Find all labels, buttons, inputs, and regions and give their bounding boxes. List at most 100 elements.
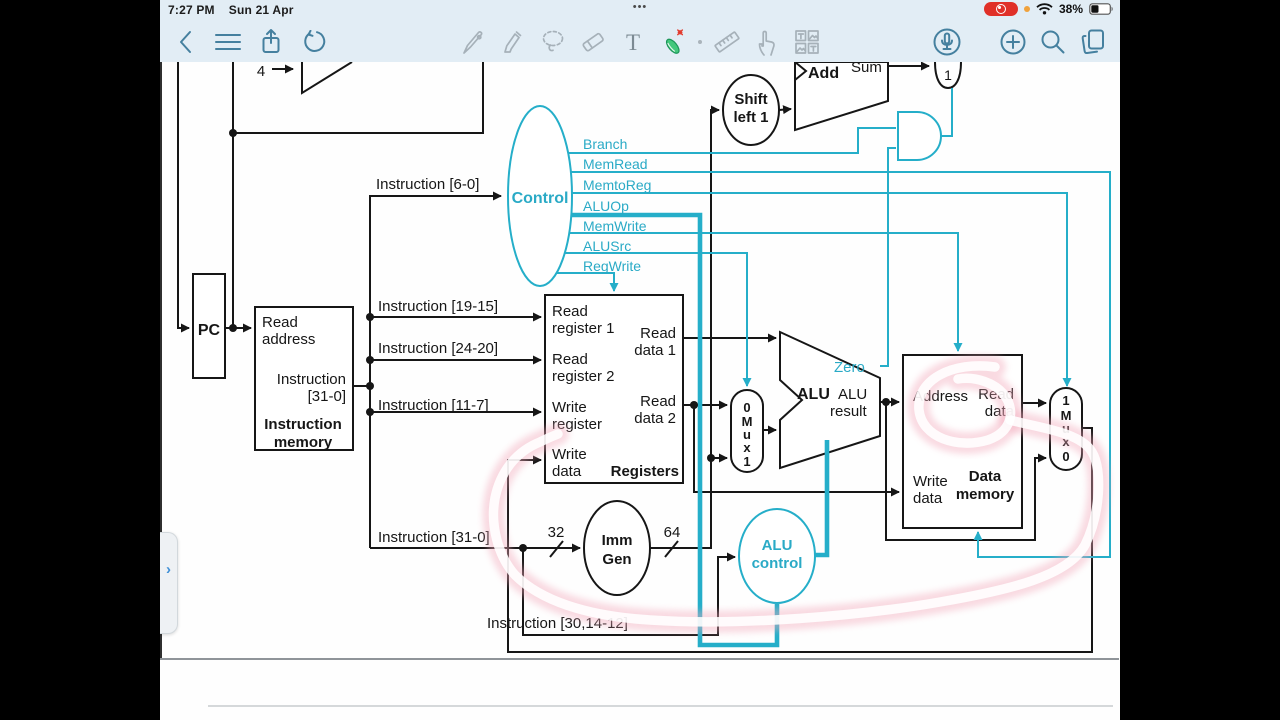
diagram-label: Sum [851,62,882,76]
battery-percent: 38% [1058,2,1083,16]
diagram-label: MemWrite [583,218,647,234]
diagram-label: ALUOp [583,198,629,214]
diagram-label: Data [969,468,1002,485]
wire [815,440,830,558]
pc4-adder-partial [301,62,353,95]
elements-tool-button[interactable] [792,25,822,59]
junction-dot [229,129,237,137]
junction-dot [366,313,374,321]
add-page-button[interactable] [998,25,1028,59]
junction-dot [366,408,374,416]
lasso-tool-button[interactable] [538,25,568,59]
diagram-label: ALU [838,386,867,403]
wire [693,405,900,497]
wifi-icon [1036,3,1053,15]
diagram-label: Add [808,65,839,82]
diagram-label: Read [262,314,298,331]
laser-pointer-tool-button[interactable] [658,25,688,59]
text-tool-glyph: T [625,29,641,55]
diagram-label: register 2 [552,368,615,385]
text-tool-button[interactable]: T [618,25,648,59]
toolbar-separator-dot [698,40,702,44]
eraser-tool-button[interactable] [578,25,608,59]
pen-tool-button[interactable] [458,25,488,59]
diagram-label: Read [640,393,676,410]
status-time: 7:27 PM [168,3,215,17]
sidebar-toggle-button[interactable] [213,25,243,59]
diagram-label: Write [552,399,587,416]
junction-dot [366,356,374,364]
diagram-label: data [552,463,582,480]
diagram-label: address [262,331,315,348]
diagram-label: MemRead [583,156,648,172]
highlighter-tool-button[interactable] [498,25,528,59]
diagram-label: Control [512,190,569,207]
diagram-label: ALU [762,537,793,554]
diagram-label: ALU [797,386,830,403]
wire [564,252,752,387]
diagram-label: Registers [611,463,679,480]
alu-shape [779,330,881,470]
record-audio-button[interactable] [932,25,962,59]
wire [572,192,1072,387]
diagram-label: Instruction [277,371,346,388]
wire [778,105,792,115]
diagram-label: Instruction [11-7] [378,397,489,414]
page-indicator-dots: ••• [632,1,648,13]
diagram-label: Write [913,473,948,490]
diagram-label: Write [552,446,587,463]
status-date: Sun 21 Apr [228,3,294,17]
wire [556,272,619,292]
back-button[interactable] [170,25,200,59]
share-button[interactable] [256,25,286,59]
junction-dot [229,324,237,332]
diagram-label: Instruction [264,416,342,433]
search-button[interactable] [1038,25,1068,59]
wire [177,62,190,333]
junction-dot [707,454,715,462]
diagram-label: ALUSrc [583,238,631,254]
wire [369,191,502,548]
diagram-label: result [830,403,868,420]
wire [650,105,720,549]
diagram-label: MemtoReg [583,177,651,193]
record-icon [995,4,1006,14]
diagram-label: data [913,490,943,507]
diagram-label: 0 [743,400,750,415]
junction-dot [366,382,374,390]
wire [885,402,1047,541]
diagram-label: data 1 [634,342,676,359]
wire [522,548,736,636]
pcsrc-mux-shape [934,62,962,90]
notes-app-window: 7:27 PM Sun 21 Apr ••• 38% [160,0,1120,720]
diagram-label: M [1061,408,1072,423]
branch-add-shape [794,62,889,132]
diagram-label: Instruction [24-20] [378,340,498,357]
diagram-label: Imm [602,532,633,549]
battery-icon [1089,3,1113,15]
hand-tool-button[interactable] [752,25,782,59]
diagram-label: RegWrite [583,258,641,274]
diagram-label: Branch [583,136,627,152]
ruler-tool-button[interactable] [712,25,742,59]
diagram-label: 0 [1062,449,1069,464]
sparkle-icon [677,29,684,36]
mic-in-use-indicator [1023,6,1030,12]
undo-button[interactable] [299,25,329,59]
screen-recording-indicator[interactable] [983,2,1018,16]
diagram-label: Instruction [6-0] [376,176,479,193]
wire [571,212,780,648]
diagram-label: memory [956,486,1015,503]
wire [569,232,963,352]
diagram-label: 1 [1062,393,1069,408]
clock: 7:27 PM Sun 21 Apr [168,3,294,17]
diagram-label: PC [198,322,221,339]
diagram-label: u [743,427,751,442]
diagram-label: Read [552,303,588,320]
pc-box [192,273,226,379]
diagram-label: register 1 [552,320,615,337]
pages-overview-button[interactable] [1078,25,1108,59]
sidebar-pull-tab[interactable]: › [160,532,178,634]
